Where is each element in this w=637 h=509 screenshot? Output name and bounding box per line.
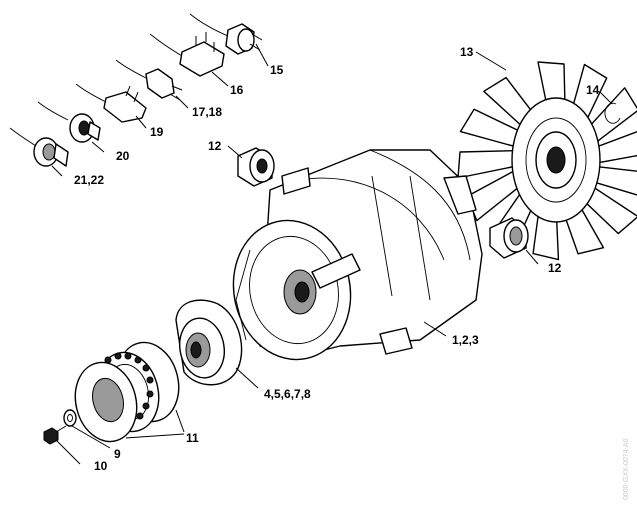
callout-10: 10	[94, 459, 108, 473]
motor-housing	[232, 149, 483, 361]
plug-15	[189, 13, 263, 55]
callout-11: 11	[186, 431, 199, 445]
leader-lines	[51, 43, 613, 465]
callout-9: 9	[114, 447, 121, 461]
callout-13: 13	[460, 45, 474, 59]
plug-21-22	[9, 127, 69, 167]
callout-14: 14	[586, 83, 600, 97]
callout-15: 15	[270, 63, 284, 77]
callout-19: 19	[150, 125, 164, 139]
callout-16: 16	[230, 83, 244, 97]
callout-12-lower: 12	[548, 261, 562, 275]
plug-17-18	[115, 59, 183, 101]
plug-20	[37, 101, 101, 143]
drawing-code: 0000-GXX-0074-A0	[623, 438, 630, 500]
bolt-10	[43, 425, 67, 445]
callout-4-5-6-7-8: 4,5,6,7,8	[264, 387, 311, 401]
callout-1-2-3: 1,2,3	[452, 333, 479, 347]
thrust-bearing-11	[74, 341, 180, 443]
plug-16	[149, 32, 225, 77]
plug-19	[75, 83, 147, 123]
end-cap	[175, 299, 243, 386]
callout-20: 20	[116, 149, 130, 163]
fan-13	[457, 61, 637, 261]
callout-12-upper: 12	[208, 139, 222, 153]
callout-21-22: 21,22	[74, 173, 104, 187]
bearing-12-lower	[489, 217, 529, 259]
callout-17-18: 17,18	[192, 105, 222, 119]
bearing-12-upper	[237, 147, 275, 187]
washer-9	[63, 409, 77, 427]
